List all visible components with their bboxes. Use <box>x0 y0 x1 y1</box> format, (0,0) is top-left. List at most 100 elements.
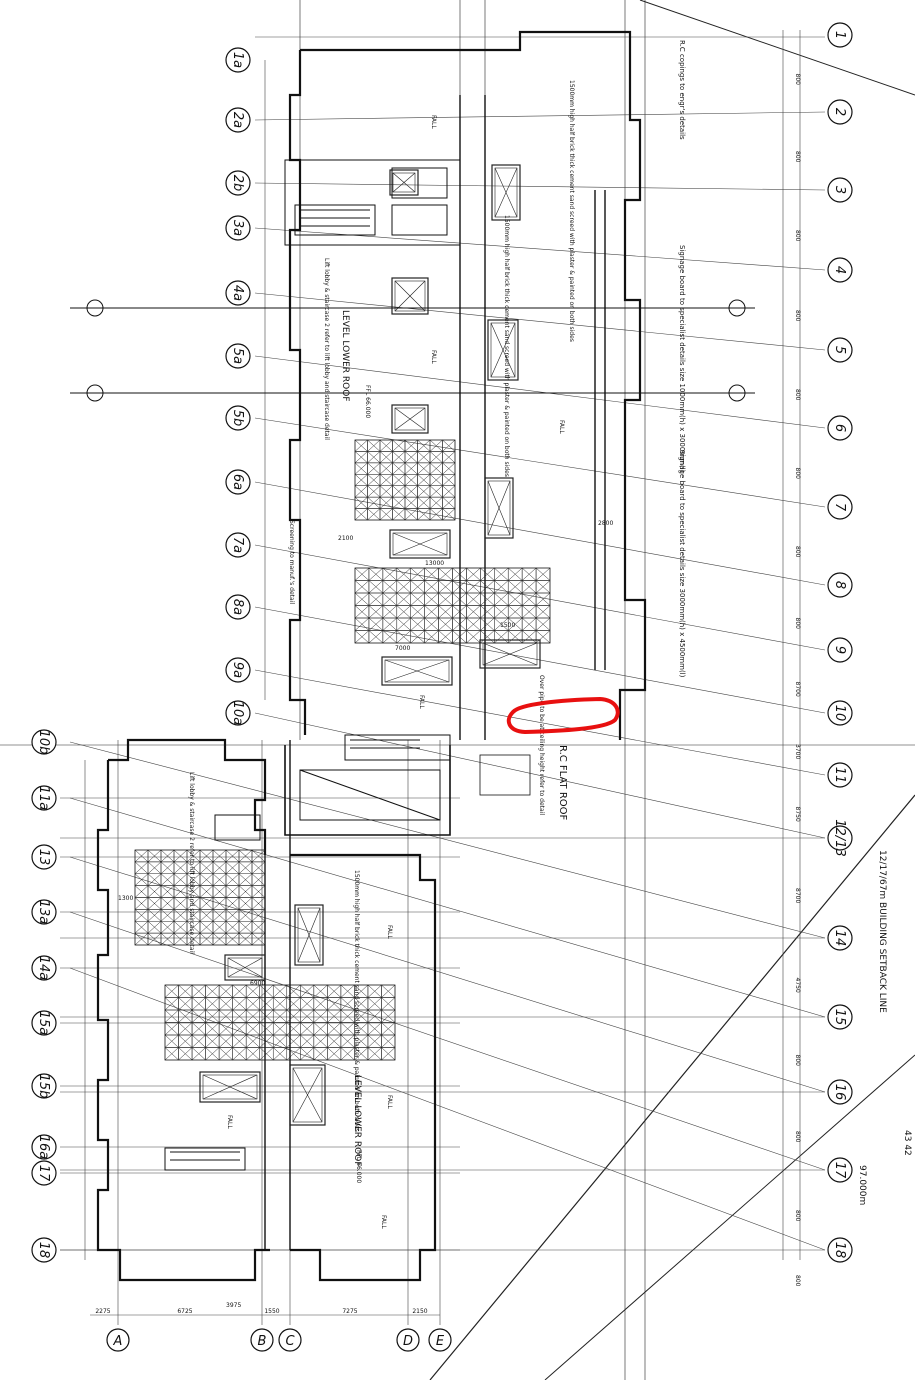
grid-bubble-left-upper-label: 2a <box>230 112 245 128</box>
roof-opening <box>391 277 429 315</box>
dim-inner: 6900 <box>250 980 265 987</box>
grid-bubble-left-lower: 13 <box>31 844 57 870</box>
grid-bubble-right: 7 <box>827 494 853 520</box>
grid-bubble-left-upper: 8a <box>225 594 251 620</box>
signage-note-lower: Signage board to specialist details size… <box>678 450 686 678</box>
panel-cell <box>251 921 266 934</box>
roof-opening <box>199 1071 261 1103</box>
grid-bubble-left-upper: 1a <box>225 47 251 73</box>
grid-bubble-right-label: 14 <box>832 930 847 947</box>
panel-cell <box>251 932 266 946</box>
grid-bubble-left-upper-label: 8a <box>230 599 245 615</box>
grid-bubble-left-upper-label: 1a <box>230 52 245 68</box>
grid-bubble-left-upper-label: 5b <box>230 410 245 427</box>
grid-bubble-left-upper-label: 10a <box>230 701 245 726</box>
lift-note-upper: Lift lobby & staircase 2 refer to lift l… <box>323 258 330 440</box>
dim-inner: 1500 <box>500 622 515 629</box>
grid-bubble-left-lower: 10b <box>31 729 57 755</box>
dimension-right: 800 <box>794 1275 801 1287</box>
grid-bubble-right-label: 12/13 <box>832 819 847 856</box>
panel-cell <box>442 508 456 521</box>
corner-numbers: 43 42 <box>902 1130 912 1156</box>
grid-bubble-right: 10 <box>827 700 853 726</box>
grid-bubble-left-lower: 14a <box>31 955 57 981</box>
grid-bubble-bottom-label: D <box>403 1334 413 1349</box>
grid-bubble-right-label: 10 <box>832 705 847 722</box>
upper-lift-core <box>284 159 461 246</box>
grid-bubble-left-upper: 10a <box>225 700 251 726</box>
grid-bubble-left-upper-label: 3a <box>230 220 245 236</box>
grid-bubble-bottom-label: C <box>285 1334 295 1349</box>
roof-openings <box>199 164 541 1126</box>
grid-bubble-right: 18 <box>827 1237 853 1263</box>
inner-dimensions: 13000 7000 2100 6900 1300 1500 2800 3975 <box>118 520 613 1309</box>
grid-bubble-right-label: 5 <box>832 346 847 354</box>
annotations: R.C FLAT ROOF LEVEL LOWER ROOF LEVEL LOW… <box>188 40 912 1229</box>
panel-cell <box>535 630 551 644</box>
dimension-right: 800 <box>794 389 801 401</box>
fall-label-1: FALL <box>430 115 437 129</box>
roof-opening <box>391 404 429 434</box>
dimension-right: 800 <box>794 618 801 630</box>
dimension-bottom: 7275 <box>342 1308 357 1315</box>
rc-flat-roof-label: R.C FLAT ROOF <box>557 745 568 821</box>
grid-bubble-left-upper: 2b <box>225 170 251 196</box>
panel-cell <box>327 1047 342 1061</box>
dimension-lines <box>84 30 801 1316</box>
grid-bubble-right: 15 <box>827 1004 853 1030</box>
dimension-bottom: 6725 <box>177 1308 192 1315</box>
roof-opening <box>479 639 541 669</box>
panel-cell <box>535 567 551 581</box>
grid-bubble-right: 11 <box>827 762 853 788</box>
dimension-right: 8700 <box>794 888 801 903</box>
red-markup-highlight <box>506 697 620 734</box>
panel-cell <box>134 932 149 946</box>
grid-bubble-bottom-label: B <box>258 1334 267 1349</box>
panel-cell <box>442 439 456 452</box>
panel-cell <box>178 1047 193 1061</box>
grid-bubble-bottom: E <box>428 1328 452 1352</box>
grid-bubble-right-label: 3 <box>832 186 847 194</box>
dimension-right: 3700 <box>794 744 801 759</box>
dimension-right: 800 <box>794 230 801 242</box>
grid-bubble-right-label: 18 <box>832 1242 847 1259</box>
grid-bubble-left-upper: 9a <box>225 657 251 683</box>
parapet-note-upper: 1500mm high half brick thick cement sand… <box>568 80 575 342</box>
roof-opening <box>289 1064 326 1126</box>
roof-opening <box>389 529 451 559</box>
grid-bubble-right: 1 <box>827 22 853 48</box>
dimension-right: 8700 <box>794 682 801 697</box>
grid-bubble-right: 3 <box>827 177 853 203</box>
grid-bubble-right-label: 17 <box>832 1162 847 1179</box>
ffl-label-upper: FFL 66.000 <box>364 385 371 418</box>
grid-bubble-left-upper-label: 6a <box>230 474 245 490</box>
grid-bubble-right: 5 <box>827 337 853 363</box>
grid-bubble-right-label: 7 <box>832 503 847 512</box>
grid-bubble-left-upper-label: 9a <box>230 662 245 678</box>
dim-inner: 13000 <box>425 560 444 567</box>
lower-roof-label-upper: LEVEL LOWER ROOF <box>340 310 350 402</box>
grid-bubble-left-upper-label: 2b <box>230 175 245 192</box>
lower-lift-core <box>164 734 531 1171</box>
grid-bubble-left-lower-label: 17 <box>36 1165 51 1182</box>
grid-bubble-left-lower-label: 13 <box>36 849 51 866</box>
dim-inner: 1300 <box>118 895 133 902</box>
grid-bubble-bottom-label: E <box>436 1334 445 1349</box>
setback-line-label: 12/17/67m BUILDING SETBACK LINE <box>877 850 887 1013</box>
grid-bubble-right-label: 1 <box>832 31 847 39</box>
lift-note-lower: Lift lobby & staircase 2 refer to lift l… <box>188 772 195 954</box>
parapet-note-mid: 1500mm high half brick thick cement sand… <box>503 215 510 477</box>
panel-cell <box>381 1047 396 1061</box>
dimension-bottom: 1550 <box>264 1308 279 1315</box>
grid-bubble-left-lower-label: 18 <box>36 1242 51 1259</box>
fall-label-2: FALL <box>430 350 437 364</box>
panel-cell <box>429 508 443 521</box>
roof-opening <box>381 656 453 686</box>
grid-bubble-left-upper: 5b <box>225 405 251 431</box>
grid-bubble-right-label: 8 <box>832 581 847 589</box>
dimension-right: 800 <box>794 468 801 480</box>
